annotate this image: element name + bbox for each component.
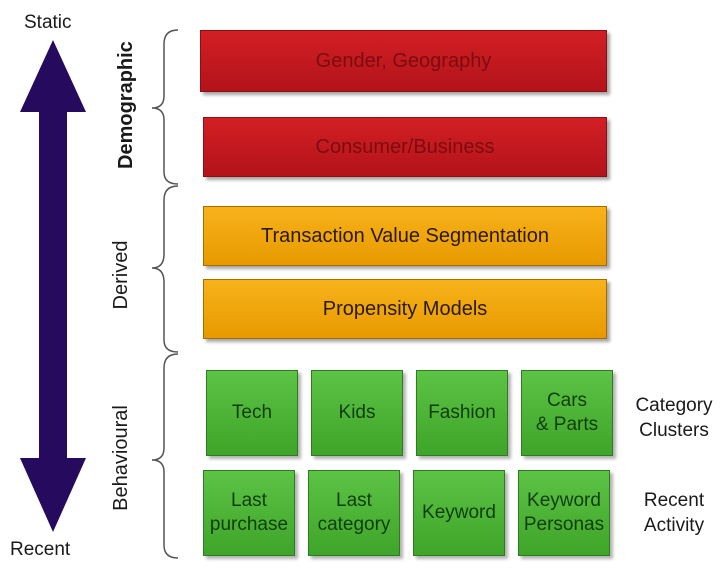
tile-cars-parts-text: Cars & Parts xyxy=(535,390,599,435)
propensity-models-bar: Propensity Models xyxy=(203,279,607,339)
tile-keyword-personas: Keyword Personas xyxy=(518,470,610,556)
transaction-value-text: Transaction Value Segmentation xyxy=(261,224,549,247)
gender-geography-bar: Gender, Geography xyxy=(200,30,607,92)
behavioural-label: Behavioural xyxy=(110,405,132,511)
tile-last-category: Last category xyxy=(308,470,400,556)
tile-tech-text: Tech xyxy=(231,402,273,423)
consumer-business-text: Consumer/Business xyxy=(315,135,495,158)
tile-kids-text: Kids xyxy=(338,402,376,423)
demographic-label: Demographic xyxy=(115,41,137,169)
gender-geography-text: Gender, Geography xyxy=(315,49,492,72)
tile-kids: Kids xyxy=(311,370,403,456)
tile-last-purchase-text: Last purchase xyxy=(209,490,289,535)
derived-brace xyxy=(151,185,179,353)
tile-fashion-text: Fashion xyxy=(428,402,496,423)
tile-keyword-personas-text: Keyword Personas xyxy=(523,490,605,535)
tile-keyword-text: Keyword xyxy=(422,502,496,523)
arrow-shape xyxy=(20,40,86,532)
tile-last-purchase: Last purchase xyxy=(203,470,295,556)
consumer-business-bar: Consumer/Business xyxy=(203,117,607,177)
category-clusters-label: Category Clusters xyxy=(635,395,713,441)
static-label: Static xyxy=(24,12,72,33)
tile-fashion: Fashion xyxy=(416,370,508,456)
demographic-brace xyxy=(151,29,179,185)
tile-cars-parts: Cars & Parts xyxy=(521,370,613,456)
recent-label: Recent xyxy=(10,539,71,560)
derived-label: Derived xyxy=(110,240,132,310)
propensity-models-text: Propensity Models xyxy=(322,297,488,320)
tile-tech: Tech xyxy=(206,370,298,456)
tile-keyword: Keyword xyxy=(413,470,505,556)
behavioural-brace xyxy=(151,353,179,559)
recent-activity-label: Recent Activity xyxy=(643,490,705,536)
transaction-value-bar: Transaction Value Segmentation xyxy=(203,206,607,266)
tile-last-category-text: Last category xyxy=(317,490,391,535)
